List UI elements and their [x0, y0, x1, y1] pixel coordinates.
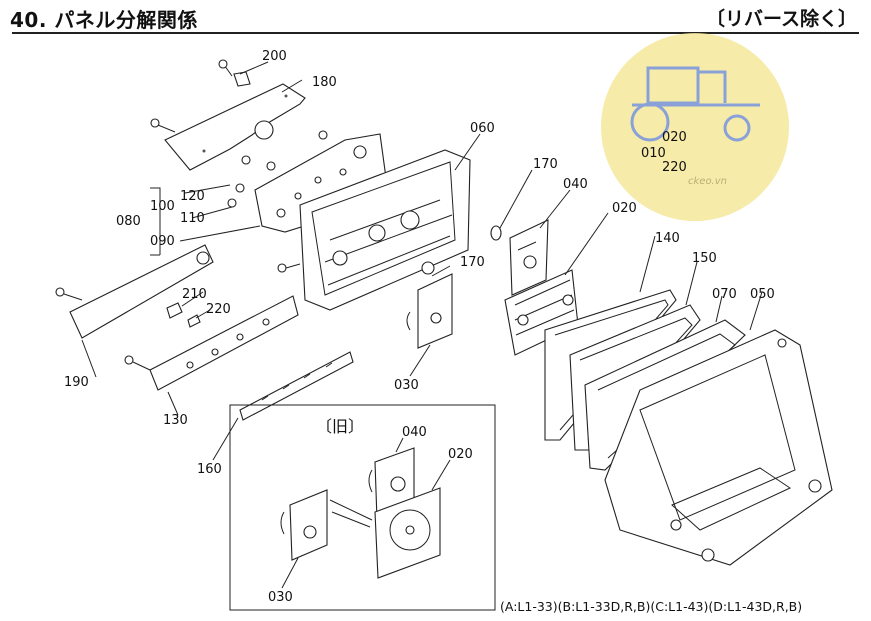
watermark-label-010: 010 — [641, 146, 666, 161]
model-codes-footer: (A:L1-33)(B:L1-33D,R,B)(C:L1-43)(D:L1-43… — [500, 599, 803, 614]
label-190: 190 — [64, 375, 89, 390]
part-200-clip — [218, 59, 251, 87]
inset-part-020-panel — [374, 487, 441, 579]
page-title: 40. パネル分解関係 — [10, 8, 198, 32]
label-150: 150 — [692, 251, 717, 266]
watermark-label-220: 220 — [662, 160, 687, 175]
label-220: 220 — [206, 302, 231, 317]
part-170a-ring — [490, 225, 502, 241]
label-170b: 170 — [460, 255, 485, 270]
part-040-gauge — [509, 219, 549, 296]
label-140: 140 — [655, 231, 680, 246]
part-160-bar — [239, 351, 354, 421]
label-100: 100 — [150, 199, 175, 214]
inset-part-030-gauge — [280, 489, 328, 561]
label-050: 050 — [750, 287, 775, 302]
inset-title: 〔旧〕 — [316, 417, 364, 436]
inset-label-020: 020 — [448, 447, 473, 462]
label-040: 040 — [563, 177, 588, 192]
part-190-plate — [55, 244, 214, 339]
title-underline — [12, 32, 859, 34]
leader-lines — [81, 61, 763, 461]
label-130: 130 — [163, 413, 188, 428]
label-110: 110 — [180, 211, 205, 226]
part-030-gauge — [406, 273, 453, 349]
watermark-label-020: 020 — [662, 130, 687, 145]
label-020: 020 — [612, 201, 637, 216]
label-120: 120 — [180, 189, 205, 204]
label-200: 200 — [262, 49, 287, 64]
label-030: 030 — [394, 378, 419, 393]
inset-old-type: 〔旧〕 040 020 030 — [229, 404, 496, 611]
part-130-plate — [124, 295, 299, 391]
page-subtitle: 〔リバース除く〕 — [705, 8, 857, 30]
part-020-panel — [504, 269, 579, 356]
label-160: 160 — [197, 462, 222, 477]
label-070: 070 — [712, 287, 737, 302]
part-060-housing — [277, 149, 471, 311]
label-180: 180 — [312, 75, 337, 90]
label-170a: 170 — [533, 157, 558, 172]
watermark-text: ckeo.vn — [688, 176, 727, 187]
watermark-logo: 020 010 220 ckeo.vn — [601, 33, 789, 221]
inset-label-030: 030 — [268, 590, 293, 605]
part-050-bezel — [604, 329, 833, 566]
inset-label-040: 040 — [402, 425, 427, 440]
label-210: 210 — [182, 287, 207, 302]
label-080: 080 — [116, 214, 141, 229]
tractor-icon — [630, 66, 760, 142]
label-090: 090 — [150, 234, 175, 249]
part-180-plate — [150, 83, 306, 171]
label-060: 060 — [470, 121, 495, 136]
